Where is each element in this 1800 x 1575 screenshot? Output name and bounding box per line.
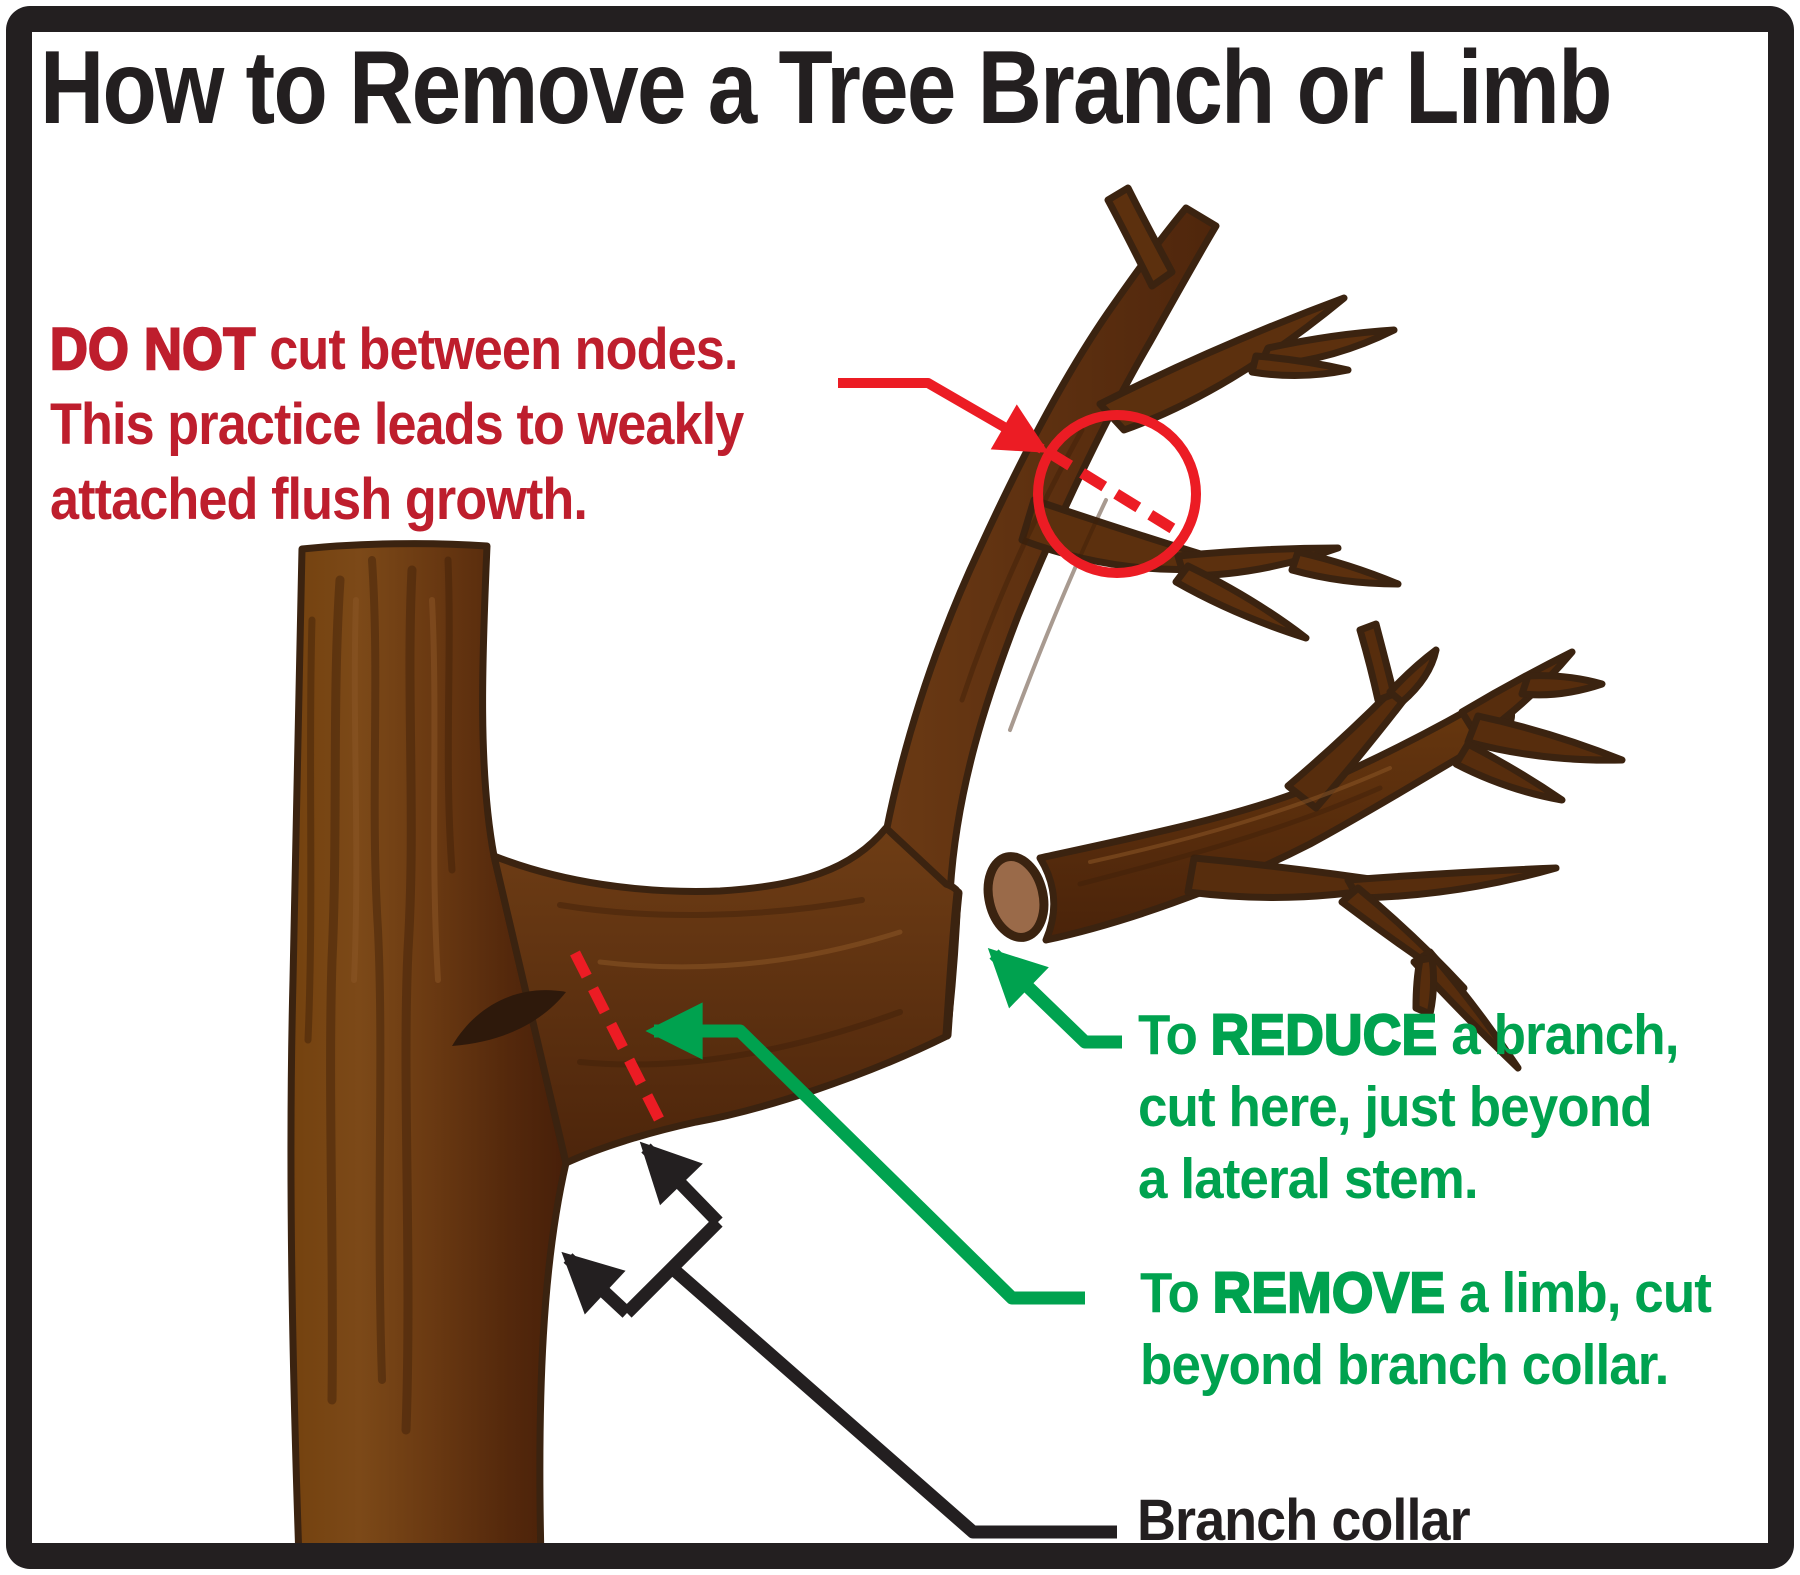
- branch-collar-label: Branch collar: [1137, 1488, 1471, 1553]
- do-not-cut-annotation: [570, 378, 1201, 1130]
- crotch-shadow: [452, 990, 566, 1046]
- collar-bracket-bar: [622, 1217, 723, 1318]
- red-arrow: [838, 378, 1049, 454]
- remove-line-1: To REMOVE a limb, cut: [1140, 1260, 1712, 1326]
- lateral-stem-branch: [876, 184, 1402, 898]
- reduce-cut-arrow: [987, 948, 1122, 1049]
- reduce-line-2: cut here, just beyond: [1138, 1075, 1653, 1139]
- no-cut-circle-icon: [1033, 410, 1201, 578]
- collar-bracket-arrow-lower: [561, 1251, 632, 1318]
- green-annotations: [645, 948, 1122, 1305]
- remove-cut-dashed-line: [570, 950, 668, 1130]
- do-not-note: DO NOT cut between nodes. This practice …: [49, 316, 820, 541]
- reduce-line-1: To REDUCE a branch,: [1138, 1002, 1679, 1068]
- branch-stub: [452, 824, 963, 1167]
- do-not-line-3: attached flush growth.: [50, 467, 588, 532]
- reduce-note: To REDUCE a branch, cut here, just beyon…: [1138, 1002, 1719, 1218]
- page-title: How to Remove a Tree Branch or Limb: [40, 36, 1800, 140]
- title-text: How to Remove a Tree Branch or Limb: [40, 30, 1612, 146]
- branch-collar-annotation: [561, 1141, 1117, 1539]
- reduce-line-3: a lateral stem.: [1138, 1147, 1479, 1211]
- detached-limb: [983, 620, 1626, 1072]
- remove-note: To REMOVE a limb, cut beyond branch coll…: [1140, 1260, 1754, 1404]
- remove-line-2: beyond branch collar.: [1140, 1333, 1669, 1397]
- remove-cut-arrow: [645, 1002, 1085, 1305]
- do-not-line-1: DO NOT cut between nodes.: [49, 316, 738, 383]
- cut-face: [983, 852, 1049, 942]
- collar-bracket-arrow-upper: [639, 1141, 723, 1227]
- do-not-line-2: This practice leads to weakly: [50, 392, 744, 457]
- collar-label-line: [667, 1263, 1117, 1539]
- bad-cut-dashed-line: [1045, 447, 1191, 543]
- trunk: [287, 540, 570, 1564]
